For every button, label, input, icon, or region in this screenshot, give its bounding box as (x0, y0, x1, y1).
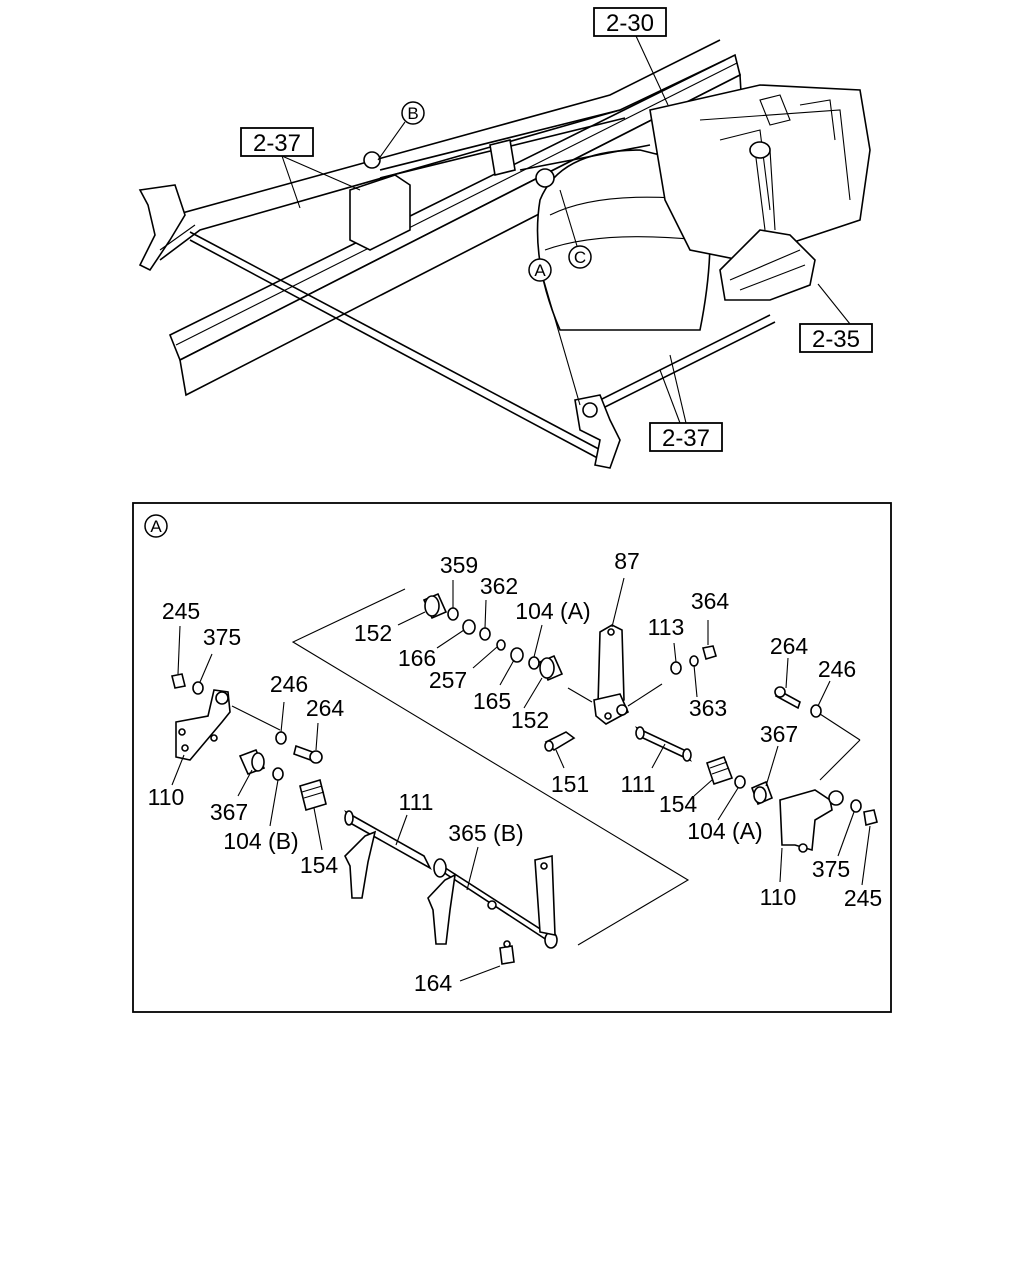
ref-box-2-37-bottom: 2-37 (649, 422, 723, 452)
part-label-245-left: 245 (162, 598, 200, 624)
part-label-111-right: 111 (621, 771, 656, 797)
svg-text:A: A (534, 261, 546, 280)
part-label-152-mid: 152 (511, 707, 549, 733)
callout-b: B (401, 101, 425, 125)
part-label-363: 363 (689, 695, 727, 721)
part-label-264-right: 264 (770, 633, 809, 659)
part-label-245-right: 245 (844, 885, 882, 911)
part-label-104a-top: 104 (A) (515, 598, 590, 624)
part-label-365b: 365 (B) (448, 820, 523, 846)
part-label-110-right: 110 (760, 884, 797, 910)
part-label-113: 113 (648, 614, 685, 640)
callout-c: C (568, 245, 592, 269)
part-label-152-top: 152 (354, 620, 392, 646)
part-label-111-left: 111 (399, 789, 434, 815)
part-label-367-left: 367 (210, 799, 248, 825)
part-label-257: 257 (429, 667, 467, 693)
part-label-165: 165 (473, 688, 511, 714)
part-label-359: 359 (440, 552, 478, 578)
part-label-104b: 104 (B) (223, 828, 298, 854)
detail-frame (132, 502, 892, 1013)
part-label-375-right: 375 (812, 856, 850, 882)
part-label-364: 364 (691, 588, 730, 614)
ref-box-2-37-top: 2-37 (240, 127, 314, 157)
svg-text:2-30: 2-30 (606, 10, 654, 37)
part-label-166: 166 (398, 645, 436, 671)
ref-box-2-30: 2-30 (593, 7, 667, 37)
leader-lines (171, 577, 871, 982)
part-label-110-left: 110 (148, 784, 185, 810)
part-label-375-left: 375 (203, 624, 241, 650)
part-label-87: 87 (614, 548, 640, 574)
part-label-164: 164 (414, 970, 453, 996)
chassis-overview (138, 39, 871, 469)
part-label-246-right: 246 (818, 656, 856, 682)
ref-box-2-35: 2-35 (799, 323, 873, 353)
svg-text:2-35: 2-35 (812, 326, 860, 353)
svg-text:B: B (407, 104, 418, 123)
svg-text:C: C (574, 248, 586, 267)
svg-text:A: A (150, 517, 162, 536)
part-label-151: 151 (551, 771, 589, 797)
part-label-104a-right: 104 (A) (687, 818, 762, 844)
svg-text:2-37: 2-37 (662, 425, 710, 452)
svg-text:2-37: 2-37 (253, 130, 301, 157)
part-label-154-left: 154 (300, 852, 339, 878)
detail-parts (171, 592, 878, 965)
callout-a: A (528, 258, 552, 282)
part-label-264-left: 264 (306, 695, 345, 721)
part-label-154-right: 154 (659, 791, 698, 817)
part-label-362: 362 (480, 573, 518, 599)
detail-view-label: A (144, 514, 168, 538)
part-label-367-right: 367 (760, 721, 798, 747)
part-labels: 359 362 152 166 104 (A) 257 165 152 87 1… (148, 548, 883, 996)
part-label-246-left: 246 (270, 671, 308, 697)
